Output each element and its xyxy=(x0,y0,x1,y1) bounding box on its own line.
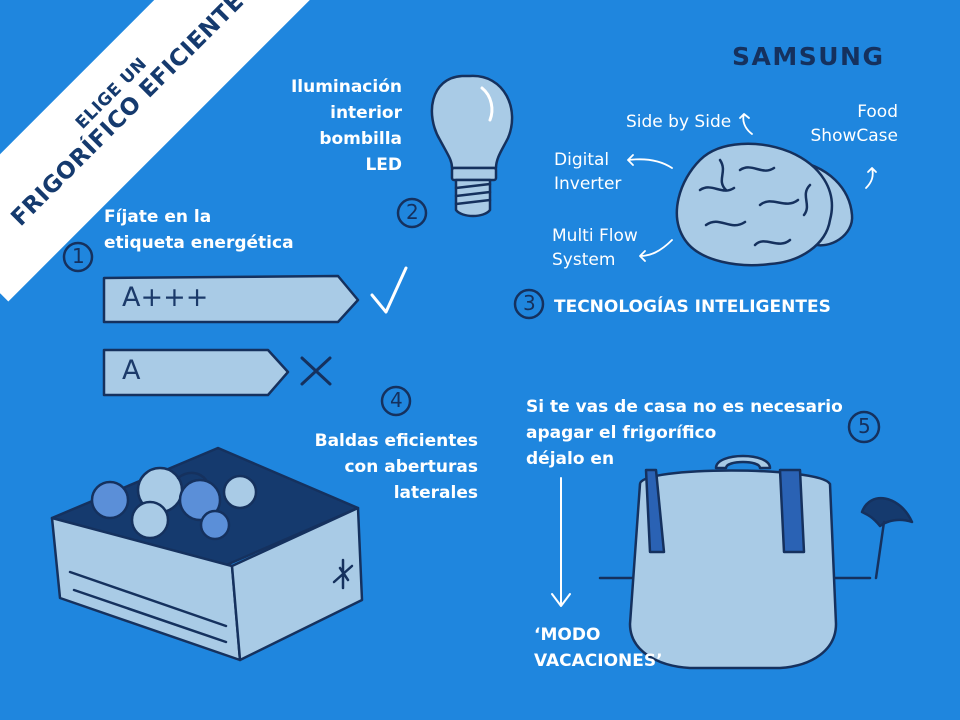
step-3-number: 3 xyxy=(523,291,536,315)
energy-label-bad xyxy=(102,348,290,397)
light-bulb-icon xyxy=(430,74,514,218)
energy-label-bad-text: A xyxy=(122,355,141,386)
crisper-drawer-icon xyxy=(50,446,364,662)
step-3-circle xyxy=(513,288,545,320)
step-1-number: 1 xyxy=(72,244,85,268)
step-2-circle xyxy=(396,197,428,229)
step-1-circle xyxy=(62,241,94,273)
feature-food-showcase: Food ShowCase xyxy=(810,102,898,146)
feature-digital-inverter: Digital Inverter xyxy=(554,150,622,194)
step-4-text: Baldas eficientes con aberturas laterale… xyxy=(314,431,478,503)
energy-label-good-text: A+++ xyxy=(122,282,209,313)
step-2-number: 2 xyxy=(406,200,419,224)
cross-icon xyxy=(300,356,332,386)
step-5-circle xyxy=(847,410,881,444)
checkmark-icon xyxy=(370,266,408,314)
beach-umbrella-icon xyxy=(860,496,914,580)
energy-label-good xyxy=(102,274,360,324)
step-4-number: 4 xyxy=(390,388,403,412)
step-5-text: Si te vas de casa no es necesario apagar… xyxy=(526,397,843,469)
feature-side-by-side: Side by Side xyxy=(626,112,732,132)
step-5-number: 5 xyxy=(858,414,871,438)
step-1-text: Fíjate en la etiqueta energética xyxy=(104,207,294,253)
down-arrow-icon xyxy=(551,477,571,607)
step-2-text: Iluminación interior bombilla LED xyxy=(290,77,402,175)
brand-logo: SAMSUNG xyxy=(732,42,885,71)
feature-arrows xyxy=(627,113,877,262)
feature-multi-flow: Multi Flow System xyxy=(552,226,638,270)
suitcase-icon xyxy=(598,454,872,670)
brain-icon xyxy=(675,142,854,267)
step-3-title: TECNOLOGÍAS INTELIGENTES xyxy=(554,297,831,317)
step-4-circle xyxy=(380,385,412,417)
vacation-mode-text: ‘MODO VACACIONES’ xyxy=(534,625,663,671)
